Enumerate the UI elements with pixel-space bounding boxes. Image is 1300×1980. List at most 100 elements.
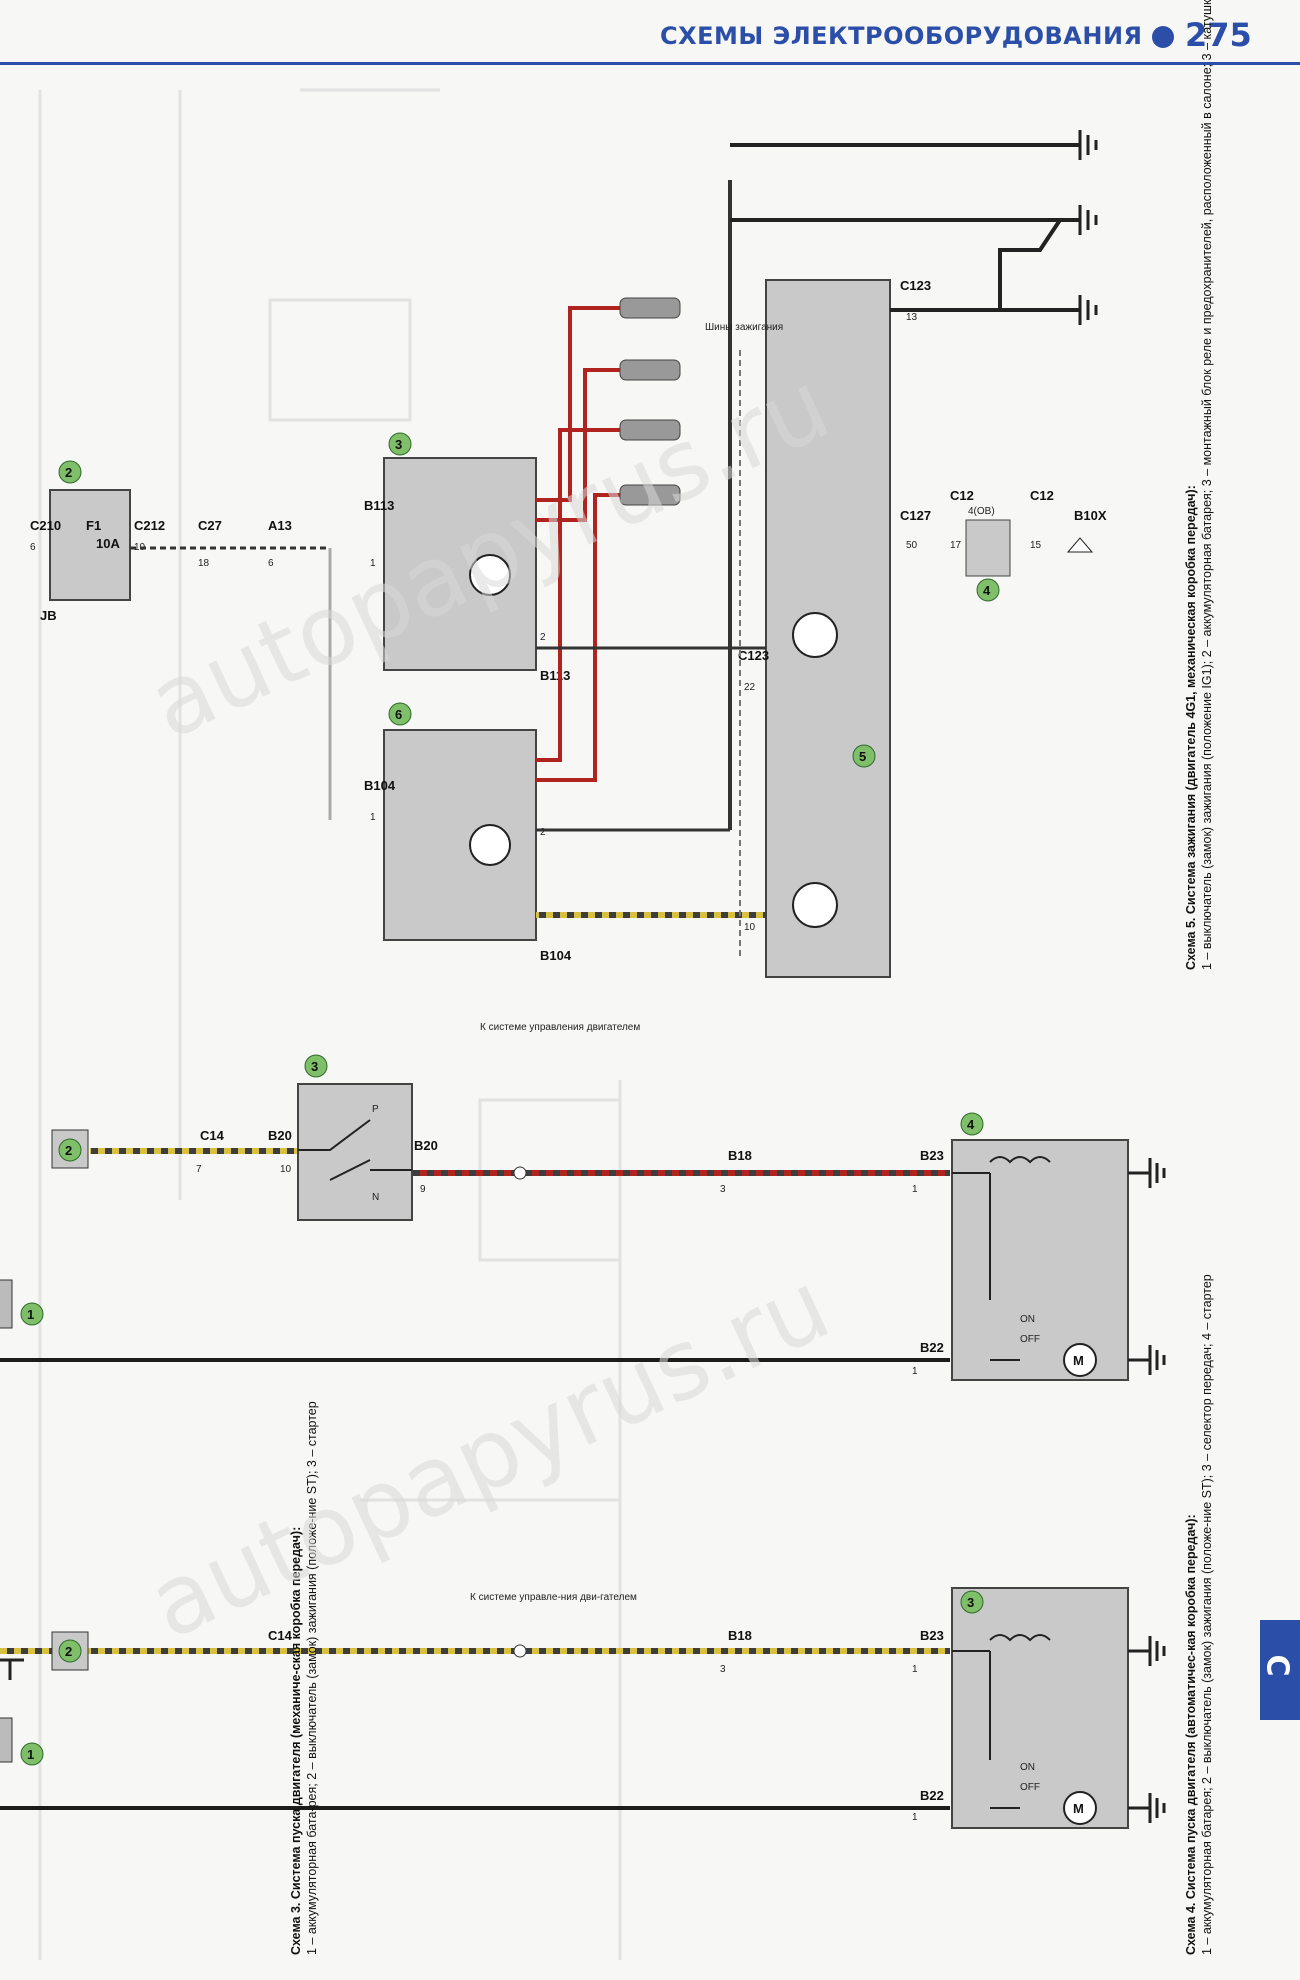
conn-s5-c123-a: C123 [738, 648, 769, 663]
marker-s5-6-label: 6 [395, 707, 402, 722]
conn-s5-c127: C127 [900, 508, 931, 523]
marker-s5-6 [388, 702, 412, 726]
caption-s5-body: 1 – выключатель (замок) зажигания (полож… [1200, 0, 1214, 970]
ecu-transistor-2 [792, 882, 838, 928]
marker-s3-1-label: 1 [27, 1747, 34, 1762]
conn-s5-c12-a: C12 [950, 488, 974, 503]
conn-s5-b10x: B10X [1074, 508, 1107, 523]
battery-s3 [0, 1717, 13, 1763]
switch-s4-on: ON [1020, 1314, 1035, 1325]
starter-s3-coil [952, 1634, 1051, 1809]
device4-label: 4(OB) [968, 506, 995, 517]
marker-s4-1 [20, 1302, 44, 1326]
header-dot-icon [1152, 26, 1174, 48]
conn-s4-b18: B18 [728, 1148, 752, 1163]
conn-s5-a13: A13 [268, 518, 292, 533]
ground-icons-s5 [1078, 130, 1098, 325]
pin-s5-50: 50 [906, 540, 918, 551]
scheme-4: 1 2 C14 7 3 B20 10 B20 9 P N К системе у… [0, 1022, 1166, 1381]
motor-icon-s3 [1063, 1791, 1097, 1825]
pin-s5-10: 10 [134, 542, 146, 553]
pin-s5-22: 22 [744, 682, 756, 693]
ground-wires-s5 [730, 143, 1080, 312]
marker-s3-3 [960, 1590, 984, 1614]
caption-s4: Схема 4. Система пуска двигателя (автома… [1184, 1274, 1214, 1955]
pin-s5-6a: 6 [30, 542, 36, 553]
watermark-1: autopapyrus.ru [132, 349, 845, 761]
conn-s3-b22: B22 [920, 1788, 944, 1803]
gear-selector-s4 [297, 1083, 413, 1221]
diag-connector-icon [1066, 537, 1094, 553]
junction-s3 [513, 1644, 527, 1658]
ignition-wire-s4 [90, 1148, 300, 1154]
battery-s4 [0, 1279, 13, 1329]
ecu-transistor-1 [792, 612, 838, 658]
marker-s5-3 [388, 432, 412, 456]
conn-s5-b104-out: B104 [540, 948, 572, 963]
ignition-wire-s3 [0, 1648, 950, 1654]
pin-s5-18: 18 [198, 558, 210, 569]
pin-s5-10b: 10 [744, 922, 756, 933]
ecu-signal-wire [536, 912, 766, 918]
marker-s5-2 [58, 460, 82, 484]
marker-s5-4 [976, 578, 1000, 602]
pin-s4-1b: 1 [912, 1184, 918, 1195]
junction-block [49, 489, 131, 601]
conn-s5-c123-b: C123 [900, 278, 931, 293]
switch-s3-on: ON [1020, 1762, 1035, 1773]
pin-s5-1a: 1 [370, 558, 376, 569]
pin-s5-6: 6 [268, 558, 274, 569]
caption-s4-body: 1 – аккумуляторная батарея; 2 – выключат… [1200, 1274, 1214, 1955]
pin-s5-15: 15 [1030, 540, 1042, 551]
switch-s4-off: OFF [1020, 1334, 1040, 1345]
fuse-id: F1 [86, 518, 101, 533]
marker-s5-3-label: 3 [395, 437, 402, 452]
selector-wire-s4 [410, 1170, 950, 1176]
ignition-coil-b113 [383, 457, 537, 671]
caption-s3: Схема 3. Система пуска двигателя (механи… [289, 1401, 319, 1955]
marker-s3-2 [58, 1639, 82, 1663]
watermarks: autopapyrus.ru autopapyrus.ru [132, 349, 845, 1661]
conn-s4-b20-out: B20 [414, 1138, 438, 1153]
fuse-rating: 10A [96, 536, 120, 551]
jb-label: JB [40, 608, 57, 623]
conn-s4-c14: C14 [200, 1128, 225, 1143]
spark-plug-icons [619, 297, 681, 506]
transistor-icon-b104 [469, 824, 511, 866]
conn-s4-b23: B23 [920, 1148, 944, 1163]
scheme-5: 2 JB C210 6 F1 10A C212 10 C27 18 A13 6 … [30, 130, 1107, 978]
bus-label: Шины зажигания [705, 322, 783, 333]
switch-s4-n: N [372, 1192, 379, 1203]
pin-s5-17: 17 [950, 540, 962, 551]
conn-s3-b23: B23 [920, 1628, 944, 1643]
scheme-3: 1 2 C14 B18 3 B23 B22 1 1 К системе упра… [0, 1587, 1166, 1829]
ground-icons-s4 [1128, 1158, 1166, 1375]
starter-s4 [951, 1139, 1129, 1381]
switch-s3-off: OFF [1020, 1782, 1040, 1793]
motor-icon-s4 [1063, 1343, 1097, 1377]
section-tab: С [1260, 1620, 1300, 1720]
note-s3: К системе управле-ния дви-гателем [470, 1592, 637, 1603]
marker-s4-2-label: 2 [65, 1143, 72, 1158]
pin-s3-1: 1 [912, 1812, 918, 1823]
pin-s4-1: 1 [912, 1366, 918, 1377]
caption-s3-title: Схема 3. Система пуска двигателя (механи… [289, 1527, 303, 1955]
conn-s5-c12-b: C12 [1030, 488, 1054, 503]
caption-s3-body: 1 – аккумуляторная бата-рея; 2 – выключа… [305, 1401, 319, 1955]
ground-icons-s3 [0, 1636, 1166, 1823]
svg-text:M: M [1073, 1353, 1084, 1368]
conn-s5-b104-in: B104 [364, 778, 396, 793]
conn-s5-b113-out: B113 [540, 668, 570, 683]
pin-s4-7: 7 [196, 1164, 202, 1175]
pin-s3-1b: 1 [912, 1664, 918, 1675]
marker-s5-2-label: 2 [65, 465, 72, 480]
header-rule [0, 62, 1300, 65]
page-number: 275 [1185, 16, 1252, 54]
svg-text:M: M [1073, 1801, 1084, 1816]
note-s4: К системе управления двигателем [480, 1022, 640, 1033]
marker-s4-4 [960, 1112, 984, 1136]
pin-s5-1b: 1 [370, 812, 376, 823]
conn-s5-c212: C212 [134, 518, 165, 533]
